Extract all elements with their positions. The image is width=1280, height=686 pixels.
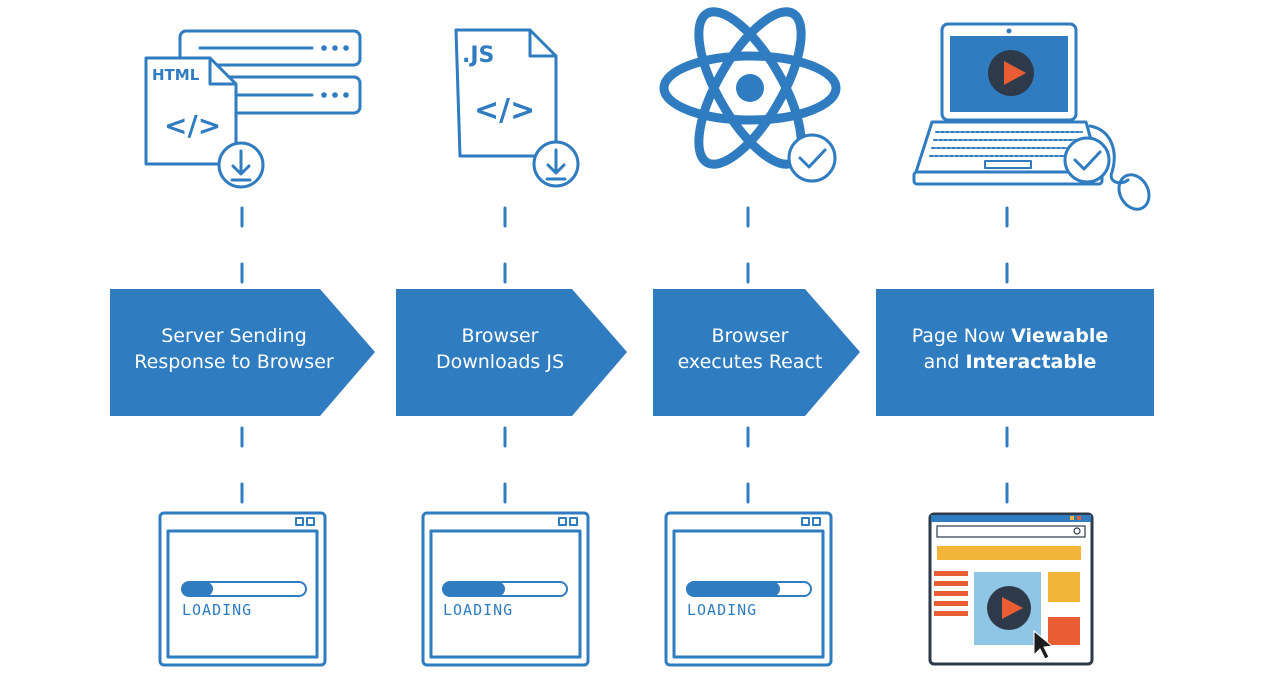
react-atom-check-icon bbox=[659, 7, 841, 183]
step-3-banner-line2: executes React bbox=[678, 351, 823, 373]
step-2-banner-line1: Browser bbox=[462, 325, 539, 347]
loading-fill-1 bbox=[182, 582, 213, 596]
step-4-banner-line1-prefix: Page Now bbox=[912, 325, 1011, 347]
step-4-banner-line2: and Interactable bbox=[924, 351, 1097, 373]
js-file-label: .JS bbox=[462, 43, 494, 68]
step-3-banner: Browser executes React bbox=[653, 289, 860, 416]
step-1-banner-line2: Response to Browser bbox=[134, 351, 334, 373]
step-2-banner-line2: Downloads JS bbox=[436, 351, 564, 373]
step-4-banner-line1-bold: Viewable bbox=[1011, 325, 1108, 347]
html-file-label: HTML bbox=[152, 66, 200, 84]
html-code-glyph: </> bbox=[164, 109, 221, 142]
step-2-banner: Browser Downloads JS bbox=[396, 289, 627, 416]
loading-fill-3 bbox=[687, 582, 780, 596]
interactive-web-page-icon bbox=[928, 512, 1094, 666]
step-4-banner: Page Now Viewable and Interactable bbox=[876, 289, 1154, 416]
loading-label-1: LOADING bbox=[182, 601, 252, 619]
loading-window-3: LOADING bbox=[664, 511, 833, 667]
cursor-arrow-icon bbox=[1033, 629, 1054, 660]
html-file-server-download-icon: HTML </> bbox=[144, 29, 362, 189]
js-code-glyph: </> bbox=[474, 93, 535, 128]
loading-window-2: LOADING bbox=[421, 511, 590, 667]
laptop-play-check-icon bbox=[912, 22, 1151, 211]
js-file-download-icon: .JS </> bbox=[454, 28, 580, 188]
step-4-banner-line2-prefix: and bbox=[924, 351, 966, 373]
step-3-banner-line1: Browser bbox=[712, 325, 789, 347]
step-1-banner-line1: Server Sending bbox=[161, 325, 307, 347]
loading-fill-2 bbox=[443, 582, 505, 596]
loading-window-1: LOADING bbox=[158, 511, 327, 667]
loading-label-3: LOADING bbox=[687, 601, 757, 619]
connector-lines bbox=[240, 206, 1009, 504]
step-1-banner: Server Sending Response to Browser bbox=[110, 289, 375, 416]
step-4-banner-line2-bold: Interactable bbox=[965, 351, 1096, 373]
loading-label-2: LOADING bbox=[443, 601, 513, 619]
step-4-banner-line1: Page Now Viewable bbox=[912, 325, 1109, 347]
